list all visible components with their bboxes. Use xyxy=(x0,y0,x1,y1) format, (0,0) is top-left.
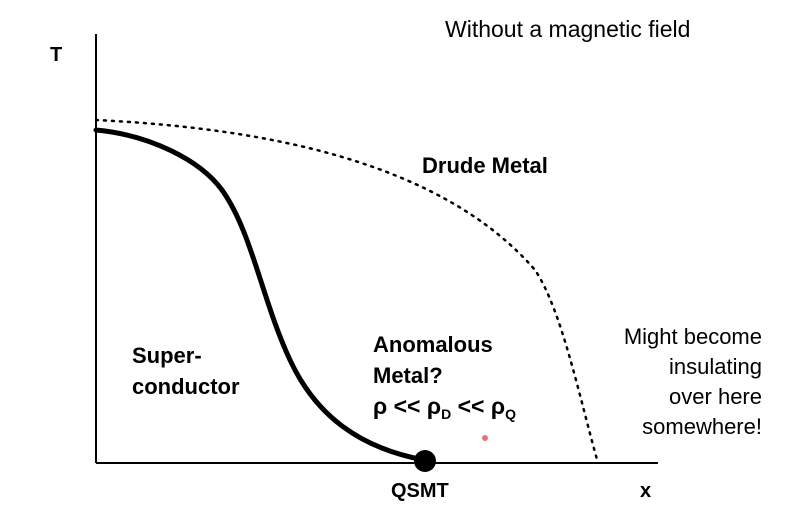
anomalous-metal-label: Anomalous Metal? xyxy=(373,329,493,391)
qsmt-critical-point xyxy=(414,450,436,472)
resistivity-relation: ρ << ρD << ρQ xyxy=(373,393,516,422)
drude-metal-label: Drude Metal xyxy=(422,153,548,178)
insulating-note: Might become insulating over here somewh… xyxy=(596,322,762,442)
rho-subscript-q: Q xyxy=(505,406,516,422)
qsmt-label: QSMT xyxy=(391,480,449,502)
superconductor-phase-boundary xyxy=(93,127,427,463)
insulating-note-line1: Might become xyxy=(623,324,762,349)
anomalous-metal-label-line2: Metal? xyxy=(373,363,443,388)
x-axis-label: x xyxy=(640,480,652,502)
superconductor-label-line2: conductor xyxy=(132,374,240,399)
superconductor-label: Super- conductor xyxy=(132,340,240,402)
anomalous-metal-label-line1: Anomalous xyxy=(373,332,493,357)
y-axis-label: T xyxy=(50,44,63,66)
insulating-note-line4: somewhere! xyxy=(642,414,762,439)
insulating-note-line3: over here xyxy=(669,384,762,409)
insulating-note-line2: insulating xyxy=(669,354,762,379)
rho-main: ρ << ρ xyxy=(373,393,442,419)
stray-dot xyxy=(482,435,488,441)
rho-mid: << ρ xyxy=(451,393,506,419)
drude-crossover-dotted-line xyxy=(94,118,600,465)
superconductor-label-line1: Super- xyxy=(132,343,202,368)
rho-subscript-d: D xyxy=(441,406,452,422)
diagram-title: Without a magnetic field xyxy=(445,16,691,42)
